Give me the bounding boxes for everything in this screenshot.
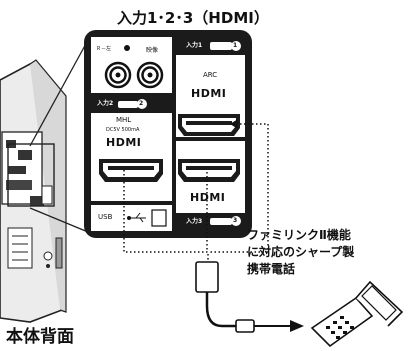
phone-label-line: ファミリンクⅡ機能	[247, 228, 351, 242]
input3-label: 入力3	[186, 218, 203, 225]
input3-badge: 3	[233, 217, 238, 224]
page-title: 入力1･2･3（HDMI）	[117, 9, 269, 27]
input1-badge: 1	[233, 42, 238, 49]
cable-route-dotted	[123, 123, 269, 262]
caption-rear-view: 本体背面	[6, 327, 74, 347]
input2-badge: 2	[139, 100, 144, 107]
input1-hdmi-logo: HDMI	[191, 87, 227, 100]
phone-label-line: 携帯電話	[247, 262, 296, 276]
arrow-head-input1	[230, 119, 238, 129]
usb-label: USB	[98, 213, 113, 221]
usb-icon	[127, 212, 146, 223]
input3-hdmi-logo: HDMI	[190, 191, 226, 204]
input1-label: 入力1	[186, 42, 203, 49]
mobile-phone-icon	[310, 280, 404, 348]
audio-left-label: Ｒ－左	[96, 46, 112, 52]
mhl-cable	[195, 261, 304, 333]
input2-spec: DC5V 500mA	[106, 127, 140, 133]
usb-port	[151, 209, 167, 227]
audio-video-label: 映像	[146, 47, 159, 54]
input1-type: ARC	[203, 71, 218, 79]
zoom-guide-lines	[7, 39, 89, 233]
input2-hdmi-logo: HDMI	[106, 136, 142, 149]
phone-description: ファミリンクⅡ機能 に対応のシャープ製 携帯電話	[247, 227, 415, 278]
input2-label: 入力2	[97, 100, 114, 107]
input2-type: MHL	[116, 116, 132, 124]
phone-label-line: に対応のシャープ製	[247, 245, 355, 259]
hdmi-panel	[84, 30, 252, 238]
